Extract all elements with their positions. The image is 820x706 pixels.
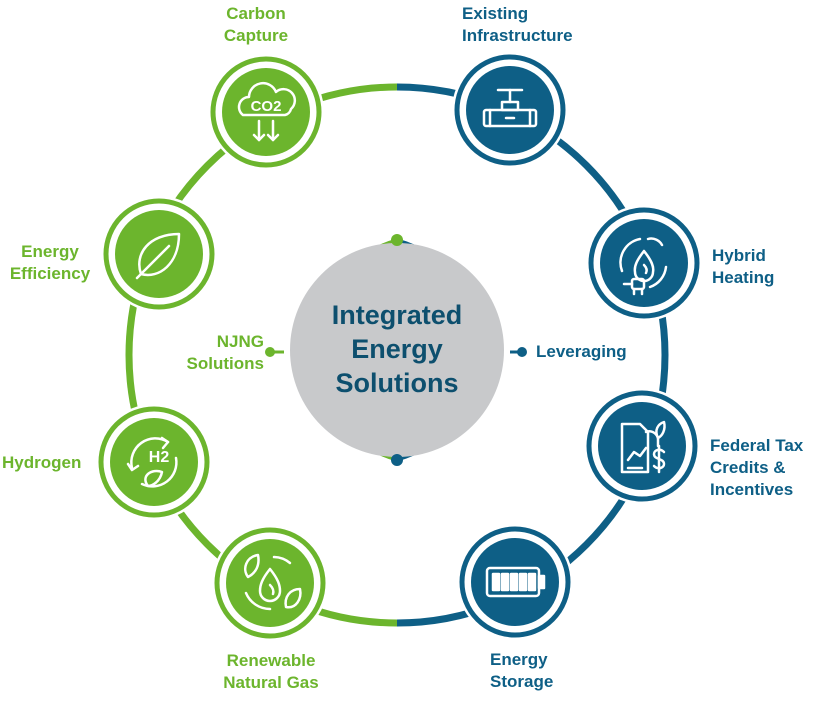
battery-icon xyxy=(485,566,546,598)
co2-cloud-icon xyxy=(237,81,297,142)
label-energy-efficiency-line-2: Efficiency xyxy=(9,264,91,283)
label-energy-storage: Energy Storage xyxy=(490,649,553,693)
label-existing-infrastructure: Existing Infrastructure xyxy=(462,3,573,47)
connector-right-label: Leveraging xyxy=(536,342,627,361)
connector-left-dot xyxy=(265,347,275,357)
label-renewable-natural-gas-line-2: Natural Gas xyxy=(223,673,319,692)
leaf-icon xyxy=(135,232,181,280)
center-title-line-1: Integrated xyxy=(331,300,463,330)
connector-left-label-line-2: Solutions xyxy=(186,354,264,373)
node-energy-efficiency xyxy=(101,196,217,312)
center-dot-bottom xyxy=(391,454,403,466)
connector-left-label-line-1: NJNG xyxy=(216,332,264,351)
label-energy-storage-line-1: Energy xyxy=(490,650,548,669)
renewable-flame-icon xyxy=(244,553,302,611)
node-hybrid-heating xyxy=(586,205,702,321)
document-dollar-icon xyxy=(620,420,666,474)
center-title-line-2: Energy xyxy=(351,334,443,364)
center-title: Integrated Energy Solutions xyxy=(292,298,502,400)
label-renewable-natural-gas-line-1: Renewable xyxy=(226,651,316,670)
node-federal-tax-credits xyxy=(584,388,700,504)
node-hydrogen: H2 xyxy=(96,404,212,520)
hydrogen-cycle-icon xyxy=(126,436,178,488)
label-hydrogen: Hydrogen xyxy=(2,452,81,474)
pipeline-valve-icon xyxy=(482,88,538,128)
label-federal-tax-credits-line-3: Incentives xyxy=(710,480,794,499)
center-dot-top xyxy=(391,234,403,246)
center-circle xyxy=(290,243,504,457)
label-energy-storage-line-2: Storage xyxy=(490,672,554,691)
label-energy-efficiency: Energy Efficiency xyxy=(4,241,96,285)
center-title-line-3: Solutions xyxy=(335,368,459,398)
node-carbon-capture: CO2 xyxy=(208,54,324,170)
label-hybrid-heating: Hybrid Heating xyxy=(712,245,774,289)
label-carbon-capture-line-2: Capture xyxy=(223,26,289,45)
label-existing-infrastructure-line-2: Infrastructure xyxy=(462,26,573,45)
flame-plug-icon xyxy=(619,237,668,296)
label-carbon-capture-line-1: Carbon xyxy=(226,4,286,23)
label-existing-infrastructure-line-1: Existing xyxy=(462,4,529,23)
label-hybrid-heating-line-2: Heating xyxy=(712,268,775,287)
h2-icon-text: H2 xyxy=(149,449,170,466)
label-federal-tax-credits: Federal Tax Credits & Incentives xyxy=(710,435,803,501)
label-federal-tax-credits-line-1: Federal Tax xyxy=(710,436,804,455)
node-energy-storage xyxy=(457,524,573,640)
connector-right-dot xyxy=(517,347,527,357)
label-energy-efficiency-line-1: Energy xyxy=(21,242,79,261)
co2-icon-text: CO2 xyxy=(251,98,282,115)
label-carbon-capture: Carbon Capture xyxy=(206,3,306,47)
label-renewable-natural-gas: Renewable Natural Gas xyxy=(208,650,334,694)
connector-left-label: NJNG Solutions xyxy=(178,331,264,375)
node-renewable-natural-gas xyxy=(212,525,328,641)
label-hydrogen-line-1: Hydrogen xyxy=(2,453,82,472)
label-federal-tax-credits-line-2: Credits & xyxy=(710,458,786,477)
node-existing-infrastructure xyxy=(452,52,568,168)
label-hybrid-heating-line-1: Hybrid xyxy=(712,246,766,265)
